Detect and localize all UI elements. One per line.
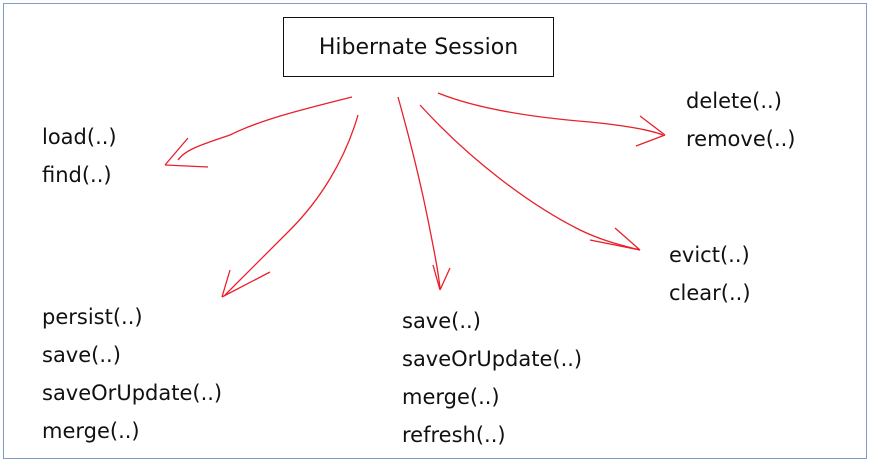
method-save-or-update: saveOrUpdate(..)	[402, 347, 583, 371]
method-merge: merge(..)	[402, 385, 500, 409]
persist-methods: persist(..) save(..) saveOrUpdate(..) me…	[42, 298, 222, 450]
method-clear: clear(..)	[669, 281, 751, 305]
method-persist: persist(..)	[42, 305, 143, 329]
arrow-to-evict	[419, 104, 641, 251]
method-save: save(..)	[402, 309, 481, 333]
arrow-to-load	[164, 96, 353, 168]
method-delete: delete(..)	[686, 89, 782, 113]
arrow-to-delete	[437, 92, 666, 147]
method-evict: evict(..)	[669, 243, 750, 267]
delete-methods: delete(..) remove(..)	[686, 82, 795, 158]
method-find: find(..)	[42, 163, 112, 187]
diagram-frame	[3, 3, 867, 459]
arrow-to-persist	[221, 114, 359, 298]
session-title: Hibernate Session	[318, 34, 519, 60]
arrow-to-save	[397, 96, 451, 291]
load-methods: load(..) find(..)	[42, 118, 117, 194]
evict-methods: evict(..) clear(..)	[669, 236, 751, 312]
method-merge: merge(..)	[42, 419, 140, 443]
method-save: save(..)	[42, 343, 121, 367]
method-load: load(..)	[42, 125, 117, 149]
method-remove: remove(..)	[686, 127, 796, 151]
method-save-or-update: saveOrUpdate(..)	[42, 381, 223, 405]
hibernate-session-box: Hibernate Session	[283, 17, 554, 77]
save-methods: save(..) saveOrUpdate(..) merge(..) refr…	[402, 302, 582, 454]
method-refresh: refresh(..)	[402, 423, 506, 447]
